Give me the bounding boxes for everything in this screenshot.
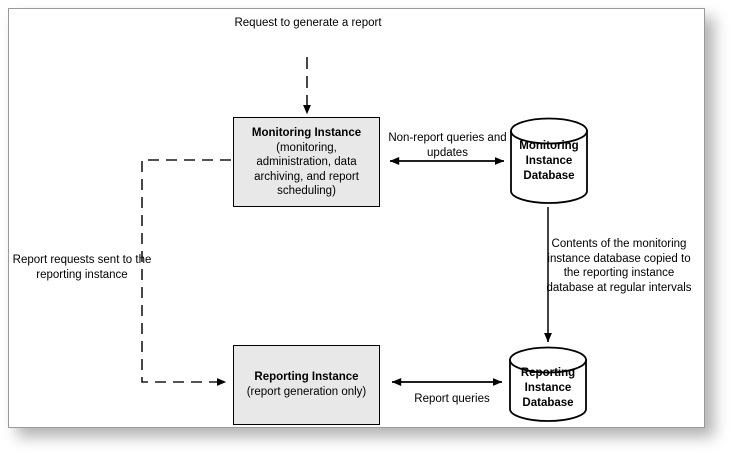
reporting-instance-database-shape	[509, 346, 587, 422]
reporting-instance-subtitle: (report generation only)	[246, 386, 367, 399]
label-non-report-queries: Non-report queries and updates	[388, 132, 507, 159]
node-reporting-instance[interactable]: Reporting Instance (report generation on…	[233, 345, 380, 425]
node-monitoring-instance[interactable]: Monitoring Instance (monitoring, adminis…	[233, 117, 380, 207]
label-request-to-generate: Request to generate a report	[234, 17, 382, 29]
reporting-instance-database-label: Reporting Instance Database	[520, 367, 576, 409]
label-report-queries: Report queries	[414, 393, 490, 405]
monitoring-instance-database-label: Monitoring Instance Database	[519, 140, 579, 182]
monitoring-instance-title: Monitoring Instance	[251, 126, 362, 139]
monitoring-instance-database-shape	[510, 117, 588, 204]
edge-report-requests	[141, 159, 231, 386]
label-copy-contents: Contents of the monitoring instance data…	[546, 238, 692, 294]
label-report-requests: Report requests sent to the reporting in…	[12, 254, 152, 281]
monitoring-instance-subtitle: (monitoring, administration, data archiv…	[254, 141, 359, 198]
reporting-instance-title: Reporting Instance	[254, 371, 359, 384]
